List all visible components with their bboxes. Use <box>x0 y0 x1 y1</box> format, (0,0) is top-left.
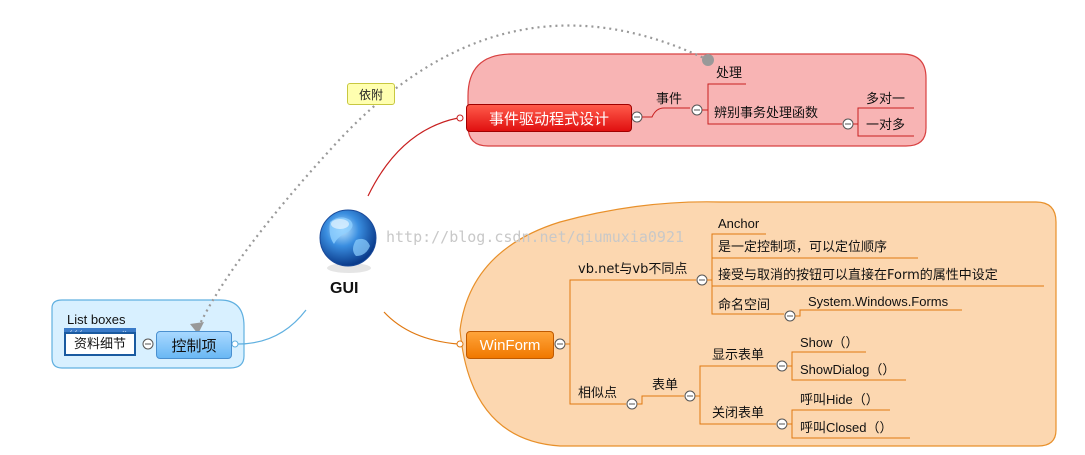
closed-node[interactable]: 呼叫Closed（） <box>800 420 893 435</box>
one-to-many-node[interactable]: 一对多 <box>866 118 906 133</box>
dependency-start-dot <box>702 54 714 66</box>
control-attach-dot <box>231 340 239 348</box>
namespace-node[interactable]: 命名空间 <box>718 298 771 313</box>
event-driven-node[interactable]: 事件驱动程式设计 <box>466 104 632 132</box>
connector-gui-blue <box>237 309 307 345</box>
orange-attach-dot <box>456 340 464 348</box>
anchor-desc-node[interactable]: 是一定控制项，可以定位顺序 <box>718 240 888 255</box>
handle-node[interactable]: 处理 <box>716 66 743 81</box>
globe-icon <box>319 209 377 273</box>
close-form-node[interactable]: 关闭表单 <box>712 406 765 421</box>
connector-gui-red <box>367 117 459 197</box>
control-node[interactable]: 控制项 <box>156 331 232 359</box>
orange-group-bg <box>459 201 1057 447</box>
accept-cancel-node[interactable]: 接受与取消的按钮可以直接在Form的属性中设定 <box>718 268 998 283</box>
connector-gui-orange <box>383 311 459 345</box>
dependency-arrow-head <box>190 322 204 334</box>
red-attach-dot <box>456 114 464 122</box>
hide-node[interactable]: 呼叫Hide（） <box>800 392 879 407</box>
winform-node[interactable]: WinForm <box>466 331 554 359</box>
similar-node[interactable]: 相似点 <box>578 386 618 401</box>
namespace-value-node[interactable]: System.Windows.Forms <box>808 294 949 309</box>
many-to-one-node[interactable]: 多对一 <box>866 92 906 107</box>
dependency-label: 依附 <box>347 83 395 105</box>
center-label: GUI <box>330 280 359 297</box>
event-node[interactable]: 事件 <box>656 92 683 107</box>
form-node[interactable]: 表单 <box>652 378 679 393</box>
detail-node[interactable]: 资料细节 <box>64 332 136 356</box>
watermark-text: http://blog.csdn.net/qiumuxia0921 <box>386 228 685 246</box>
show-node[interactable]: Show（） <box>800 335 859 350</box>
dependency-curve <box>197 24 709 329</box>
diff-node[interactable]: vb.net与vb不同点 <box>578 262 688 277</box>
list-boxes-label: List boxes <box>67 312 126 327</box>
show-form-node[interactable]: 显示表单 <box>712 348 765 363</box>
anchor-node[interactable]: Anchor <box>718 216 760 231</box>
red-group-bg <box>467 53 927 147</box>
identify-node[interactable]: 辨别事务处理函数 <box>714 106 819 121</box>
show-dialog-node[interactable]: ShowDialog（） <box>800 362 896 377</box>
